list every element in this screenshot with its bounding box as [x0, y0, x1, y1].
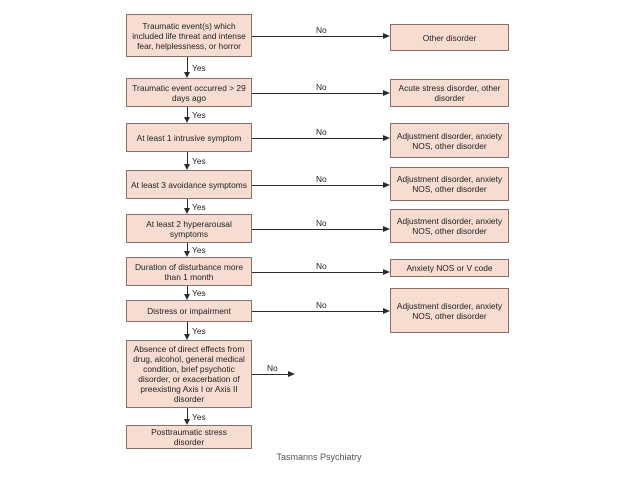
no-connector-line: [252, 93, 384, 94]
no-label: No: [316, 261, 327, 271]
no-arrow-head: [383, 135, 390, 141]
no-connector-line: [252, 36, 384, 37]
yes-label: Yes: [192, 110, 206, 120]
yes-label: Yes: [192, 63, 206, 73]
no-arrow-head: [383, 90, 390, 96]
criterion-box: Posttraumatic stress disorder: [126, 425, 252, 449]
yes-arrow-head: [184, 72, 190, 78]
yes-arrow-head: [184, 419, 190, 425]
criterion-box: At least 2 hyperarousal symptoms: [126, 214, 252, 243]
criterion-box: Distress or impairment: [126, 300, 252, 322]
outcome-box: Adjustment disorder, anxiety NOS, other …: [390, 167, 509, 201]
yes-connector-line: [187, 243, 188, 252]
outcome-box: Acute stress disorder, other disorder: [390, 79, 509, 107]
yes-connector-line: [187, 107, 188, 118]
outcome-box: Adjustment disorder, anxiety NOS, other …: [390, 123, 509, 158]
yes-connector-line: [187, 57, 188, 73]
no-arrow-head: [383, 269, 390, 275]
no-arrow-head: [383, 226, 390, 232]
yes-arrow-head: [184, 117, 190, 123]
no-arrow-head: [383, 33, 390, 39]
no-label: No: [316, 218, 327, 228]
criterion-box: Traumatic event(s) which included life t…: [126, 14, 252, 57]
yes-arrow-head: [184, 334, 190, 340]
outcome-box: Other disorder: [390, 24, 509, 51]
no-connector-line: [252, 374, 289, 375]
yes-label: Yes: [192, 288, 206, 298]
no-label: No: [316, 174, 327, 184]
no-connector-line: [252, 311, 384, 312]
no-label: No: [267, 363, 278, 373]
yes-arrow-head: [184, 164, 190, 170]
outcome-box: Adjustment disorder, anxiety NOS, other …: [390, 288, 509, 333]
no-connector-line: [252, 272, 384, 273]
yes-arrow-head: [184, 208, 190, 214]
yes-connector-line: [187, 322, 188, 335]
no-label: No: [316, 82, 327, 92]
criterion-box: At least 1 intrusive symptom: [126, 123, 252, 152]
yes-connector-line: [187, 199, 188, 209]
outcome-box: Adjustment disorder, anxiety NOS, other …: [390, 209, 509, 243]
yes-label: Yes: [192, 245, 206, 255]
no-connector-line: [252, 138, 384, 139]
criterion-box: Duration of disturbance more than 1 mont…: [126, 257, 252, 286]
footer-credit: Tasmanns Psychiatry: [276, 452, 362, 462]
no-connector-line: [252, 185, 384, 186]
no-arrow-head: [288, 371, 295, 377]
no-arrow-head: [383, 308, 390, 314]
no-label: No: [316, 300, 327, 310]
no-arrow-head: [383, 182, 390, 188]
yes-label: Yes: [192, 202, 206, 212]
yes-connector-line: [187, 286, 188, 295]
yes-arrow-head: [184, 251, 190, 257]
yes-label: Yes: [192, 412, 206, 422]
criterion-box: At least 3 avoidance symptoms: [126, 170, 252, 199]
no-label: No: [316, 25, 327, 35]
no-connector-line: [252, 229, 384, 230]
no-label: No: [316, 127, 327, 137]
yes-label: Yes: [192, 326, 206, 336]
yes-arrow-head: [184, 294, 190, 300]
criterion-box: Traumatic event occurred > 29 days ago: [126, 78, 252, 107]
outcome-box: Anxiety NOS or V code: [390, 259, 509, 277]
yes-connector-line: [187, 408, 188, 420]
yes-label: Yes: [192, 156, 206, 166]
criterion-box: Absence of direct effects from drug, alc…: [126, 340, 252, 408]
yes-connector-line: [187, 152, 188, 165]
